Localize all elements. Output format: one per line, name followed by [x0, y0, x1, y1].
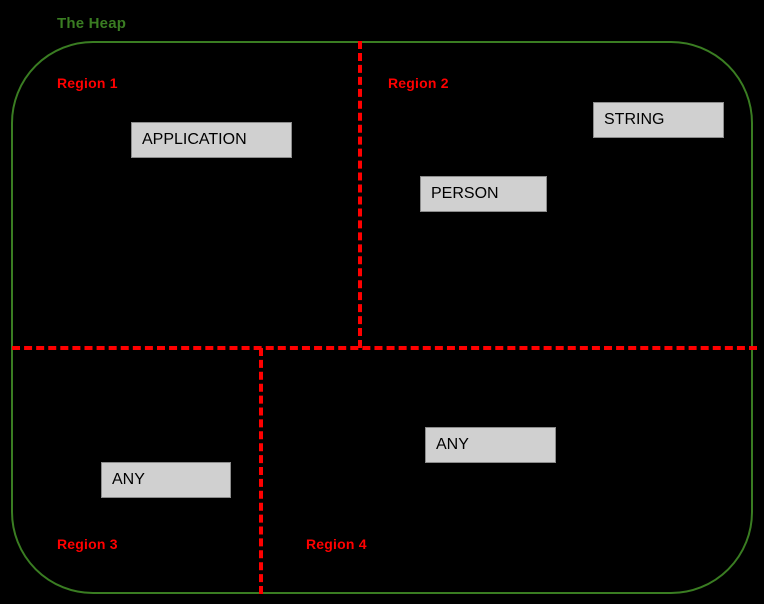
object-label: PERSON [431, 185, 499, 202]
object-box-any-region4: ANY [425, 427, 556, 463]
object-box-application: APPLICATION [131, 122, 292, 158]
region-label-3: Region 3 [57, 536, 118, 552]
region-label-1: Region 1 [57, 75, 118, 91]
divider-vertical-lower [259, 348, 263, 594]
object-label: ANY [436, 436, 469, 453]
object-label: APPLICATION [142, 131, 247, 148]
region-label-2: Region 2 [388, 75, 449, 91]
heap-boundary [11, 41, 753, 594]
heap-title-label: The Heap [57, 15, 127, 32]
object-box-person: PERSON [420, 176, 547, 212]
object-label: ANY [112, 471, 145, 488]
region-label-4: Region 4 [306, 536, 367, 552]
object-label: STRING [604, 111, 665, 128]
object-box-string: STRING [593, 102, 724, 138]
object-box-any-region3: ANY [101, 462, 231, 498]
divider-horizontal [12, 346, 757, 350]
divider-vertical-upper [358, 41, 362, 348]
